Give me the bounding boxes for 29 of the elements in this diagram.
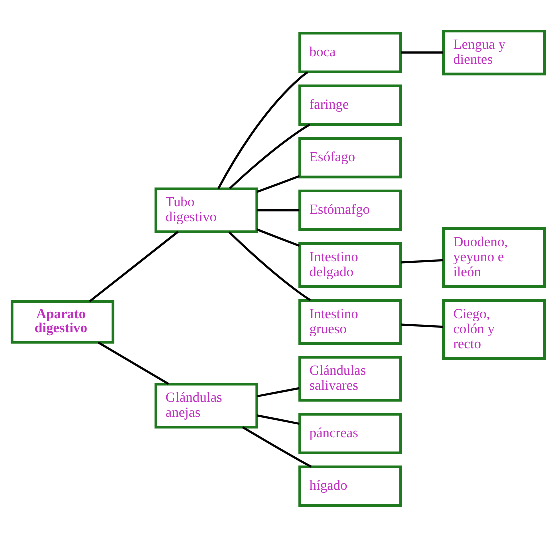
node-box: Lengua y dientes [442,29,546,76]
connector [229,123,311,190]
node-box: Glándulas salivares [298,356,402,402]
connector [89,230,179,302]
connector [400,323,444,328]
node-box: Tubo digestivo [154,187,258,233]
connector [256,228,300,247]
node-box: boca [298,32,402,73]
node-box: Estómafgo [298,189,402,231]
connector [257,414,300,425]
connector [228,230,312,301]
node-box: Glándulas anejas [154,382,258,428]
node-box: hígado [298,465,402,507]
connector [218,71,309,189]
node-box: faringe [298,84,402,126]
connector [400,258,444,264]
node-box: Intestino grueso [298,298,402,344]
node-box: páncreas [298,412,402,454]
connector [98,341,170,385]
node-box: Intestino delgado [298,242,402,288]
connector [242,426,312,468]
node-box: Aparato digestivo [10,300,115,344]
node-box: Esófago [298,136,402,178]
node-box: Duodeno, yeyuno e ileón [442,226,546,288]
connector [256,174,300,193]
connector [257,208,300,212]
connector [401,51,444,54]
connector [257,386,300,398]
node-box: Ciego, colón y recto [442,298,546,360]
